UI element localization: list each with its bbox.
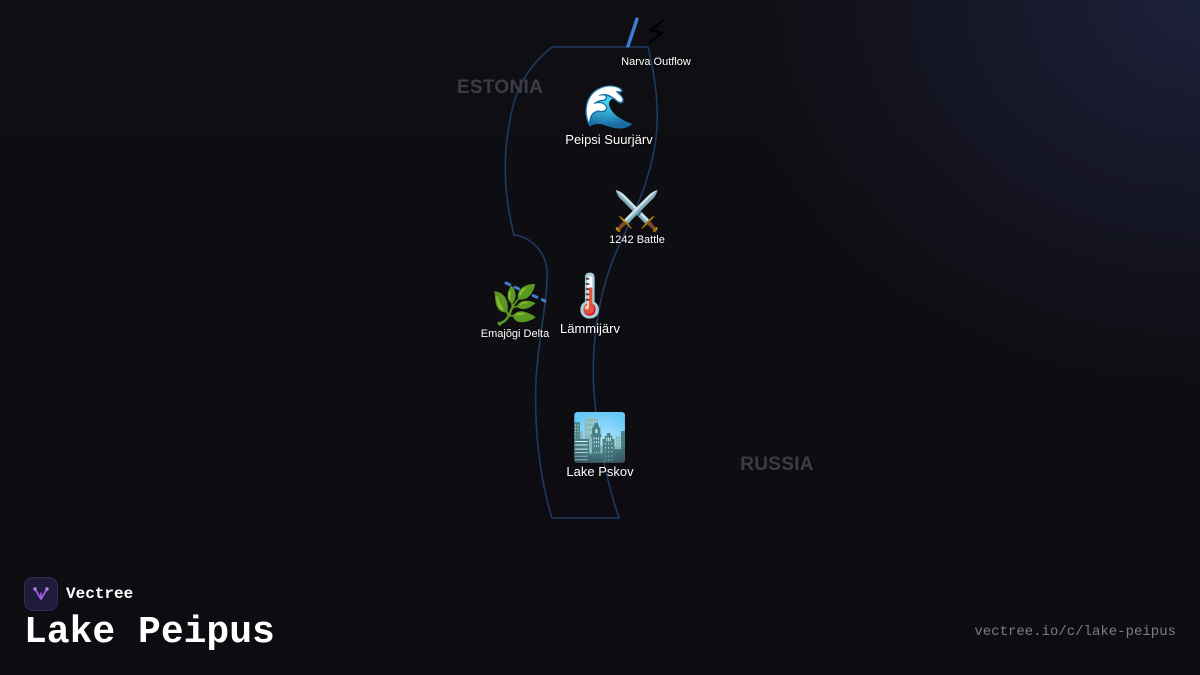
narva-river (626, 17, 639, 48)
herb-icon: 🌿 (491, 283, 539, 327)
poi-lake-pskov[interactable]: 🏙️ Lake Pskov (566, 414, 633, 479)
vectree-logo-icon (24, 577, 58, 611)
crossed-swords-icon: ⚔️ (613, 189, 661, 233)
country-label-estonia: ESTONIA (456, 77, 544, 98)
poi-1242-battle[interactable]: ⚔️ 1242 Battle (609, 192, 665, 246)
brand-name: Vectree (66, 585, 134, 603)
poi-label: Narva Outflow (621, 56, 691, 68)
wave-icon: 🌊 (582, 82, 636, 131)
brand[interactable]: Vectree (24, 577, 133, 611)
poi-label: Peipsi Suurjärv (565, 132, 653, 147)
emajogi-river (504, 281, 547, 303)
page-url[interactable]: vectree.io/c/lake-peipus (974, 624, 1176, 640)
poi-emajogi-delta[interactable]: 🌿 Emajõgi Delta (481, 286, 549, 340)
poi-lammijarv[interactable]: 🌡️ Lämmijärv (560, 271, 620, 337)
lake-outline (504, 46, 659, 519)
lightning-icon: ⚡ (642, 11, 670, 55)
poi-narva-outflow[interactable]: ⚡ Narva Outflow (621, 14, 691, 68)
poi-peipsi-suurjarv[interactable]: 🌊 Peipsi Suurjärv (565, 82, 653, 148)
cityscape-icon: 🏙️ (571, 410, 629, 464)
poi-label: Lämmijärv (560, 321, 620, 336)
thermometer-icon: 🌡️ (563, 271, 617, 320)
page-title: Lake Peipus (24, 611, 275, 654)
poi-label: Emajõgi Delta (480, 328, 550, 340)
poi-label: Lake Pskov (566, 464, 634, 479)
poi-label: 1242 Battle (609, 234, 665, 246)
country-label-russia: RUSSIA (740, 454, 814, 475)
